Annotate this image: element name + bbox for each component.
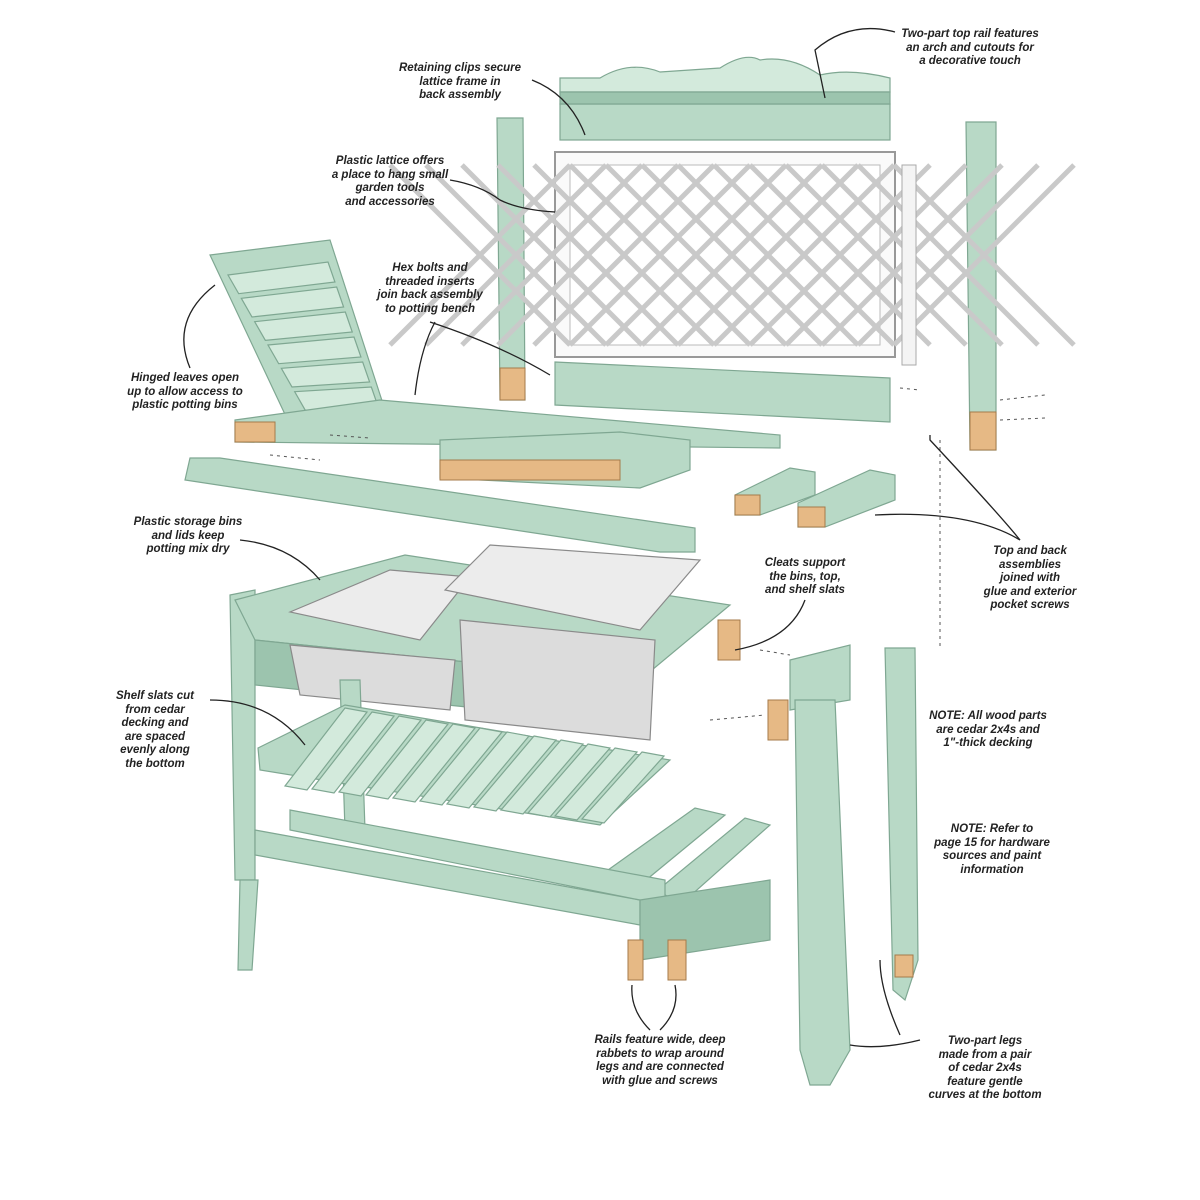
label-storage-bins: Plastic storage bins and lids keep potti… (133, 516, 243, 555)
lattice-strip (892, 163, 1076, 347)
front-top-rail (184, 457, 696, 553)
top-rail (559, 56, 891, 141)
leaf-slat (253, 311, 354, 341)
lattice-strip (640, 163, 824, 347)
shelf-slat (526, 743, 612, 818)
shelf-slat (580, 751, 666, 824)
leader-lines (183, 27, 1021, 1048)
label-hex-bolts: Hex bolts and threaded inserts join back… (377, 262, 483, 315)
lattice-strip (388, 163, 572, 347)
cleat-blocks (734, 467, 896, 528)
shelf-slat (310, 711, 396, 794)
shelf-slat (283, 707, 369, 791)
lattice-strip (856, 163, 1040, 347)
bench-top-frame (234, 399, 781, 489)
label-cleats: Cleats support the bins, top, and shelf … (764, 557, 846, 596)
shelf-slats (283, 707, 666, 824)
lattice-strip (568, 163, 752, 347)
leaf-slat (280, 361, 371, 388)
shelf-slat (472, 735, 558, 812)
label-hinged-leaves: Hinged leaves open up to allow access to… (127, 372, 243, 411)
lattice-strip (712, 163, 896, 347)
front-legs (767, 644, 919, 1086)
label-plastic-lattice: Plastic lattice offers a place to hang s… (331, 155, 449, 208)
lattice-grid (388, 163, 1076, 347)
lattice-strip (424, 163, 608, 347)
shelf-slat (418, 727, 504, 806)
label-note-wood: NOTE: All wood parts are cedar 2x4s and … (929, 710, 1047, 749)
bench-body (229, 544, 772, 981)
lattice-strip (784, 163, 968, 347)
shelf-slat (553, 747, 639, 821)
leaf-slat (227, 261, 336, 295)
hardware-guide-lines (269, 387, 1046, 721)
shelf-slat (499, 739, 585, 815)
lattice-strip (676, 163, 860, 347)
shelf-slat (364, 719, 450, 800)
shelf-slat (391, 723, 477, 803)
lattice-strip (604, 163, 788, 347)
lattice-panel (388, 151, 1076, 366)
back-bottom-rail (554, 361, 891, 423)
lattice-strip (748, 163, 932, 347)
label-top-back-joined: Top and back assemblies joined with glue… (983, 545, 1077, 611)
leaf-slat (240, 286, 345, 318)
shelf-slat (337, 715, 423, 797)
leaf-slat (267, 336, 362, 365)
label-legs: Two-part legs made from a pair of cedar … (928, 1035, 1042, 1101)
label-top-rail: Two-part top rail features an arch and c… (901, 28, 1039, 67)
lattice-strip (532, 163, 716, 347)
label-rails: Rails feature wide, deep rabbets to wrap… (594, 1034, 726, 1087)
lattice-strip (496, 163, 680, 347)
label-note-hardware: NOTE: Refer to page 15 for hardware sour… (934, 823, 1050, 876)
label-retaining-clips: Retaining clips secure lattice frame in … (398, 62, 522, 101)
hinged-leaf (209, 239, 386, 426)
shelf-slat (445, 731, 531, 809)
label-shelf-slats: Shelf slats cut from cedar decking and a… (116, 690, 194, 770)
